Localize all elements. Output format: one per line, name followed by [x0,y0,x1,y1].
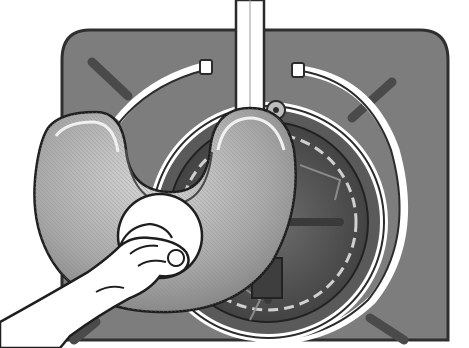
illustration-canvas [0,0,469,348]
filter-removal-illustration [0,0,469,348]
